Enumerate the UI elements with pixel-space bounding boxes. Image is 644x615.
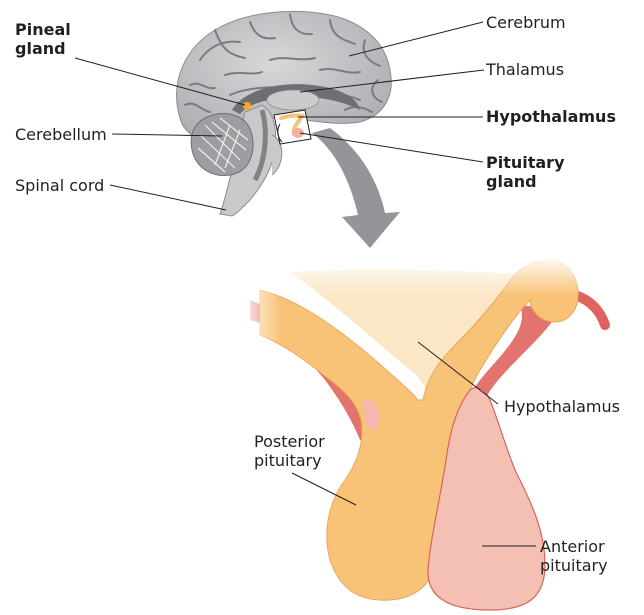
pituitary-inset bbox=[273, 109, 312, 145]
brain-illustration bbox=[176, 10, 392, 217]
anterior-pituitary-shape bbox=[427, 387, 546, 611]
label-posterior-pituitary: Posterior pituitary bbox=[254, 432, 325, 470]
label-detail-hypothalamus: Hypothalamus bbox=[504, 397, 620, 416]
label-pituitary-gland: Pituitary gland bbox=[486, 153, 565, 191]
pineal-gland-shape bbox=[243, 102, 251, 110]
label-cerebrum: Cerebrum bbox=[486, 13, 566, 32]
corpus-callosum bbox=[232, 84, 360, 114]
membrane-right bbox=[461, 305, 560, 440]
label-anterior-pituitary: Anterior pituitary bbox=[540, 537, 608, 575]
label-pineal-gland: Pineal gland bbox=[15, 20, 71, 58]
label-spinal-cord: Spinal cord bbox=[15, 176, 105, 195]
label-thalamus: Thalamus bbox=[486, 60, 565, 79]
thalamus-shape bbox=[266, 89, 320, 111]
zoom-arrow-icon bbox=[312, 128, 400, 248]
cerebellum-folia bbox=[197, 117, 249, 173]
brain-leader-lines bbox=[74, 21, 485, 211]
label-cerebellum: Cerebellum bbox=[15, 125, 107, 144]
gyri-lines bbox=[184, 13, 383, 113]
hypothalamus-region bbox=[290, 269, 540, 402]
posterior-pituitary-shape bbox=[259, 259, 579, 601]
detail-leader-lines bbox=[291, 341, 536, 547]
label-hypothalamus: Hypothalamus bbox=[486, 107, 616, 126]
pituitary-detail bbox=[240, 255, 644, 611]
